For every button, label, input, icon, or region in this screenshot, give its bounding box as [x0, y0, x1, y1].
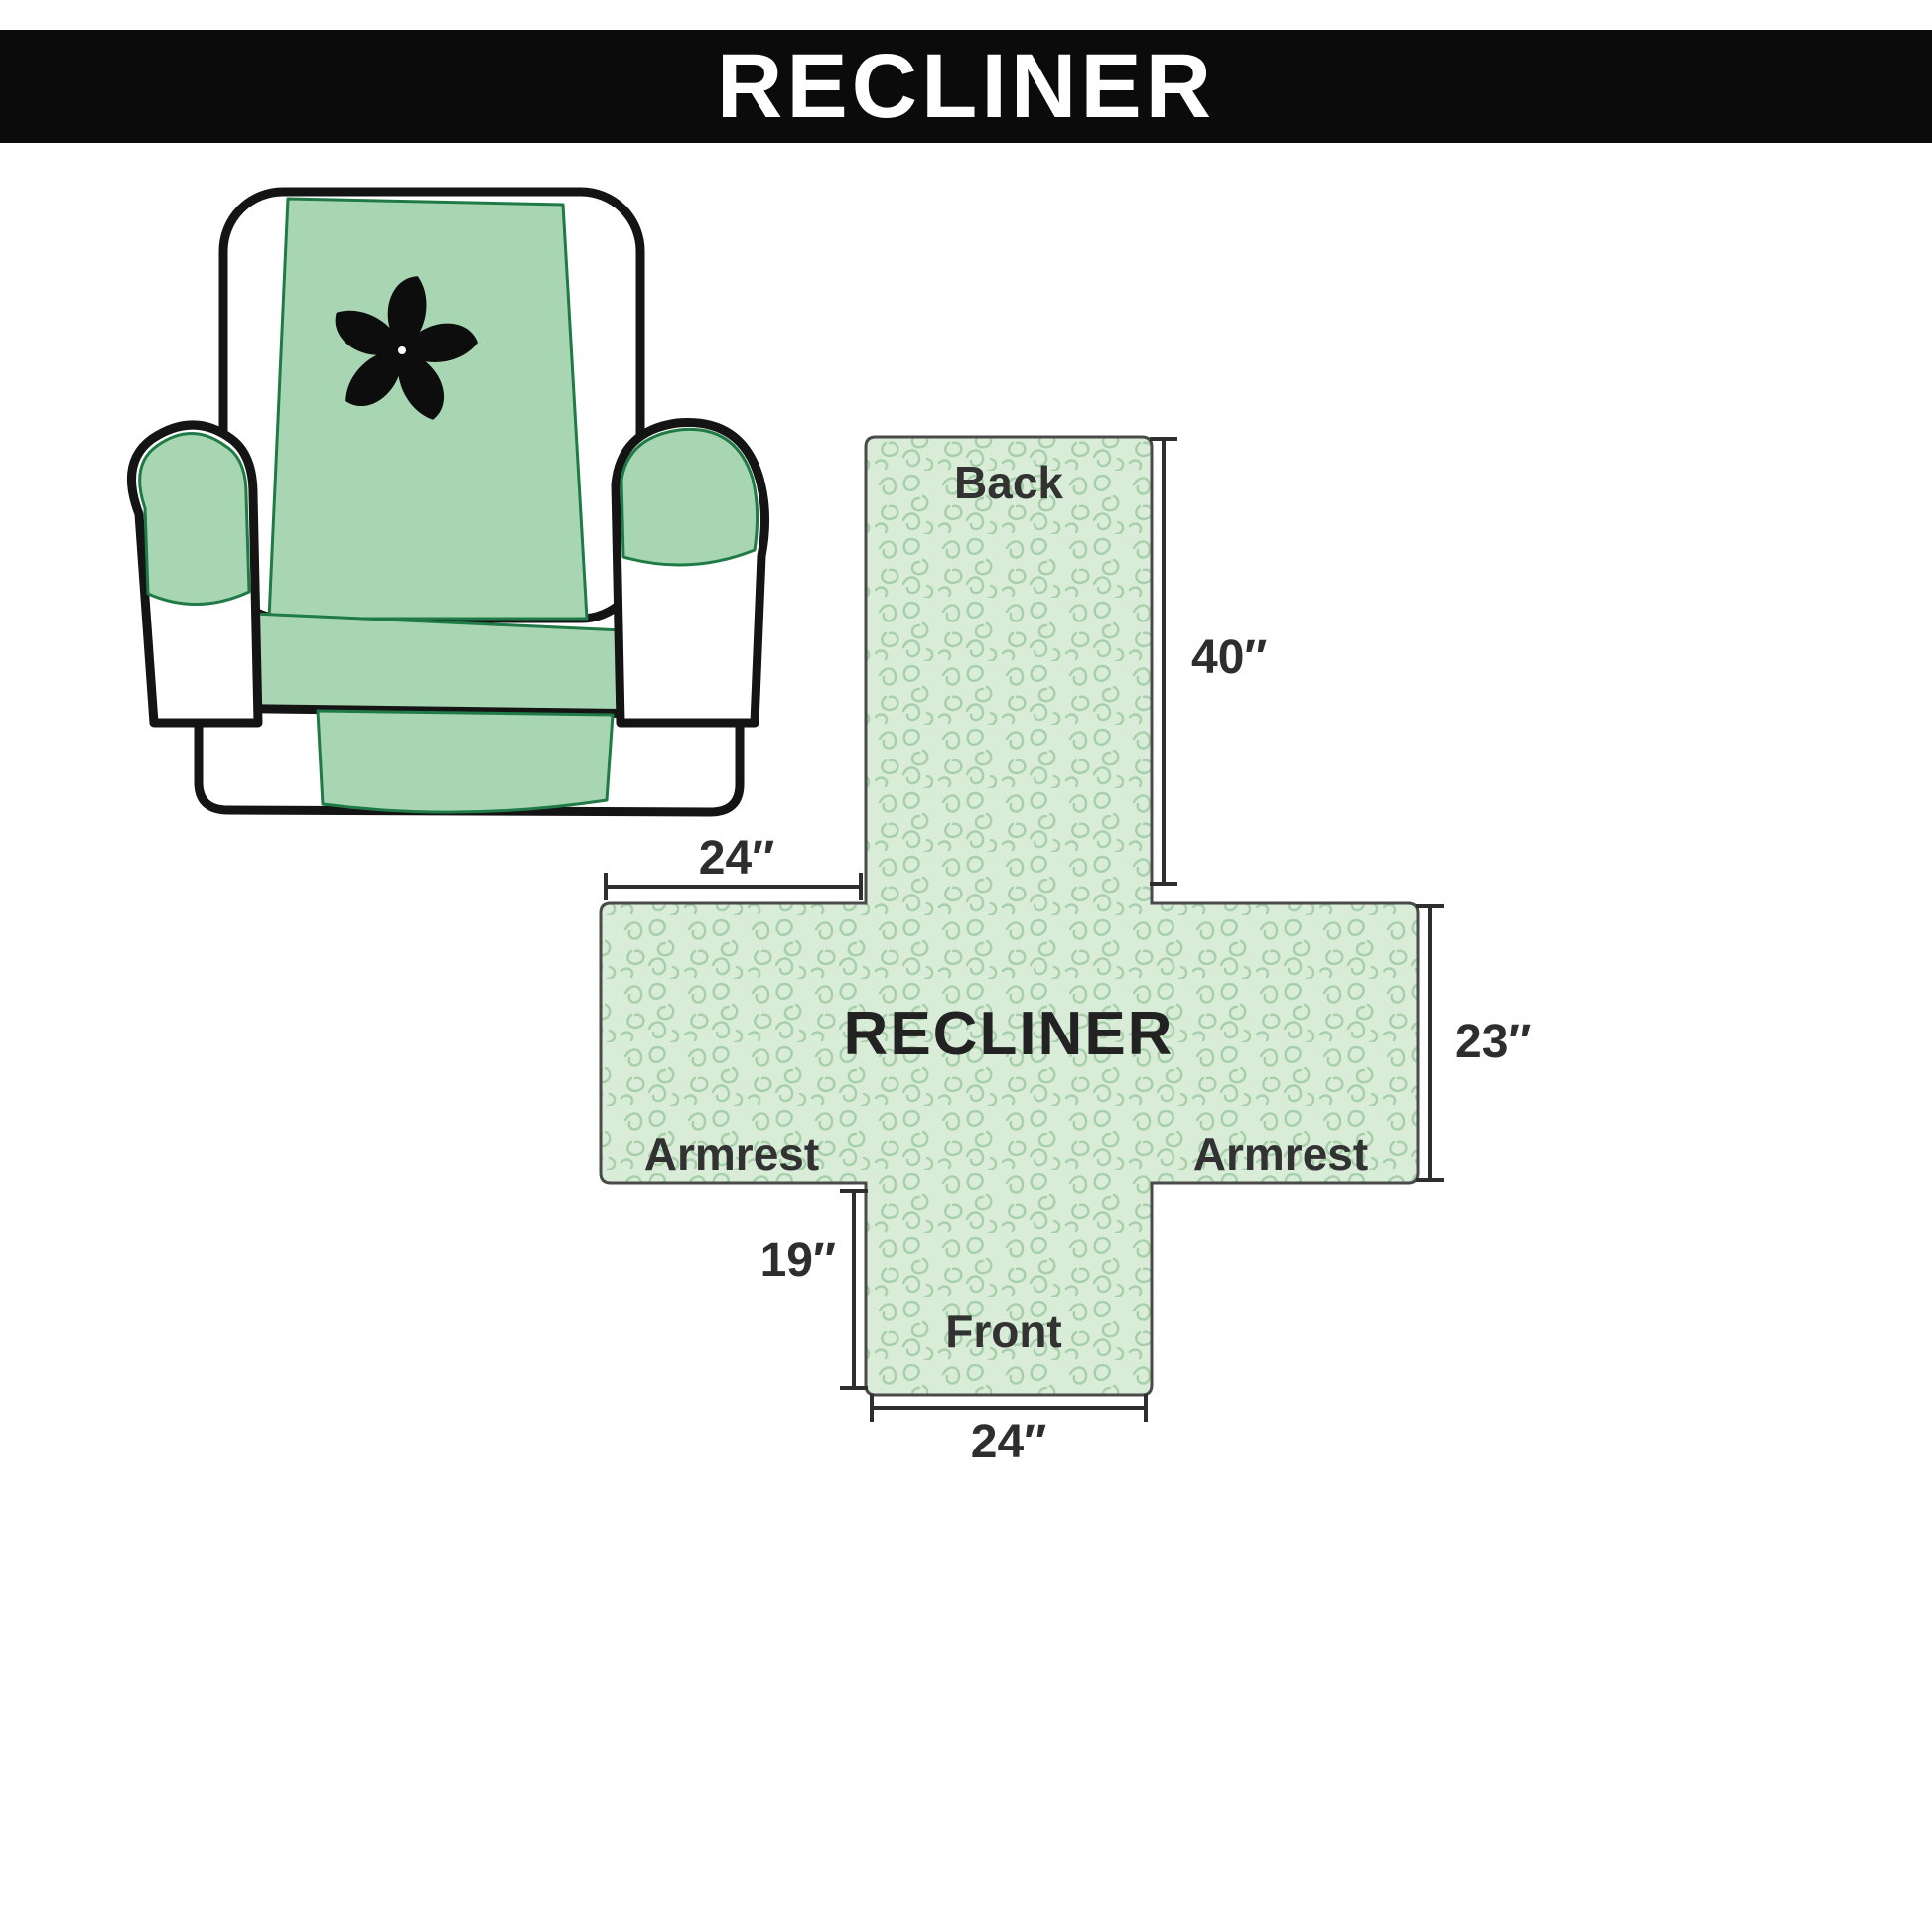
dimension-front-width: 24″ [870, 1394, 1148, 1468]
pinwheel-icon [335, 276, 478, 420]
label-back: Back [954, 457, 1063, 508]
banner-title: RECLINER [716, 35, 1216, 137]
dimension-side-height: 23″ [1416, 904, 1531, 1182]
label-armrest-right: Armrest [1193, 1128, 1368, 1179]
chair-front-drape [316, 709, 615, 814]
header-banner: RECLINER [0, 30, 1932, 143]
chair-left-armrest-cover [138, 432, 251, 606]
dimension-front-height: 19″ [760, 1189, 868, 1390]
dim-label-armrest-width: 24″ [699, 832, 774, 885]
chair-right-armrest-cover [620, 427, 759, 567]
dimension-back-height: 40″ [1150, 437, 1267, 886]
dim-label-back-height: 40″ [1191, 631, 1267, 684]
label-front: Front [945, 1306, 1062, 1357]
chair-illustration [126, 187, 770, 817]
dim-label-front-height: 19″ [760, 1234, 836, 1287]
dim-label-front-width: 24″ [971, 1416, 1046, 1468]
label-armrest-left: Armrest [644, 1128, 819, 1179]
label-center: RECLINER [844, 1000, 1174, 1068]
cover-layout-diagram: Back RECLINER Armrest Armrest Front 40″ … [599, 435, 1531, 1468]
cover-cross-shape [599, 435, 1420, 1397]
dim-label-side-height: 23″ [1455, 1016, 1531, 1068]
dimension-armrest-width: 24″ [604, 832, 863, 900]
